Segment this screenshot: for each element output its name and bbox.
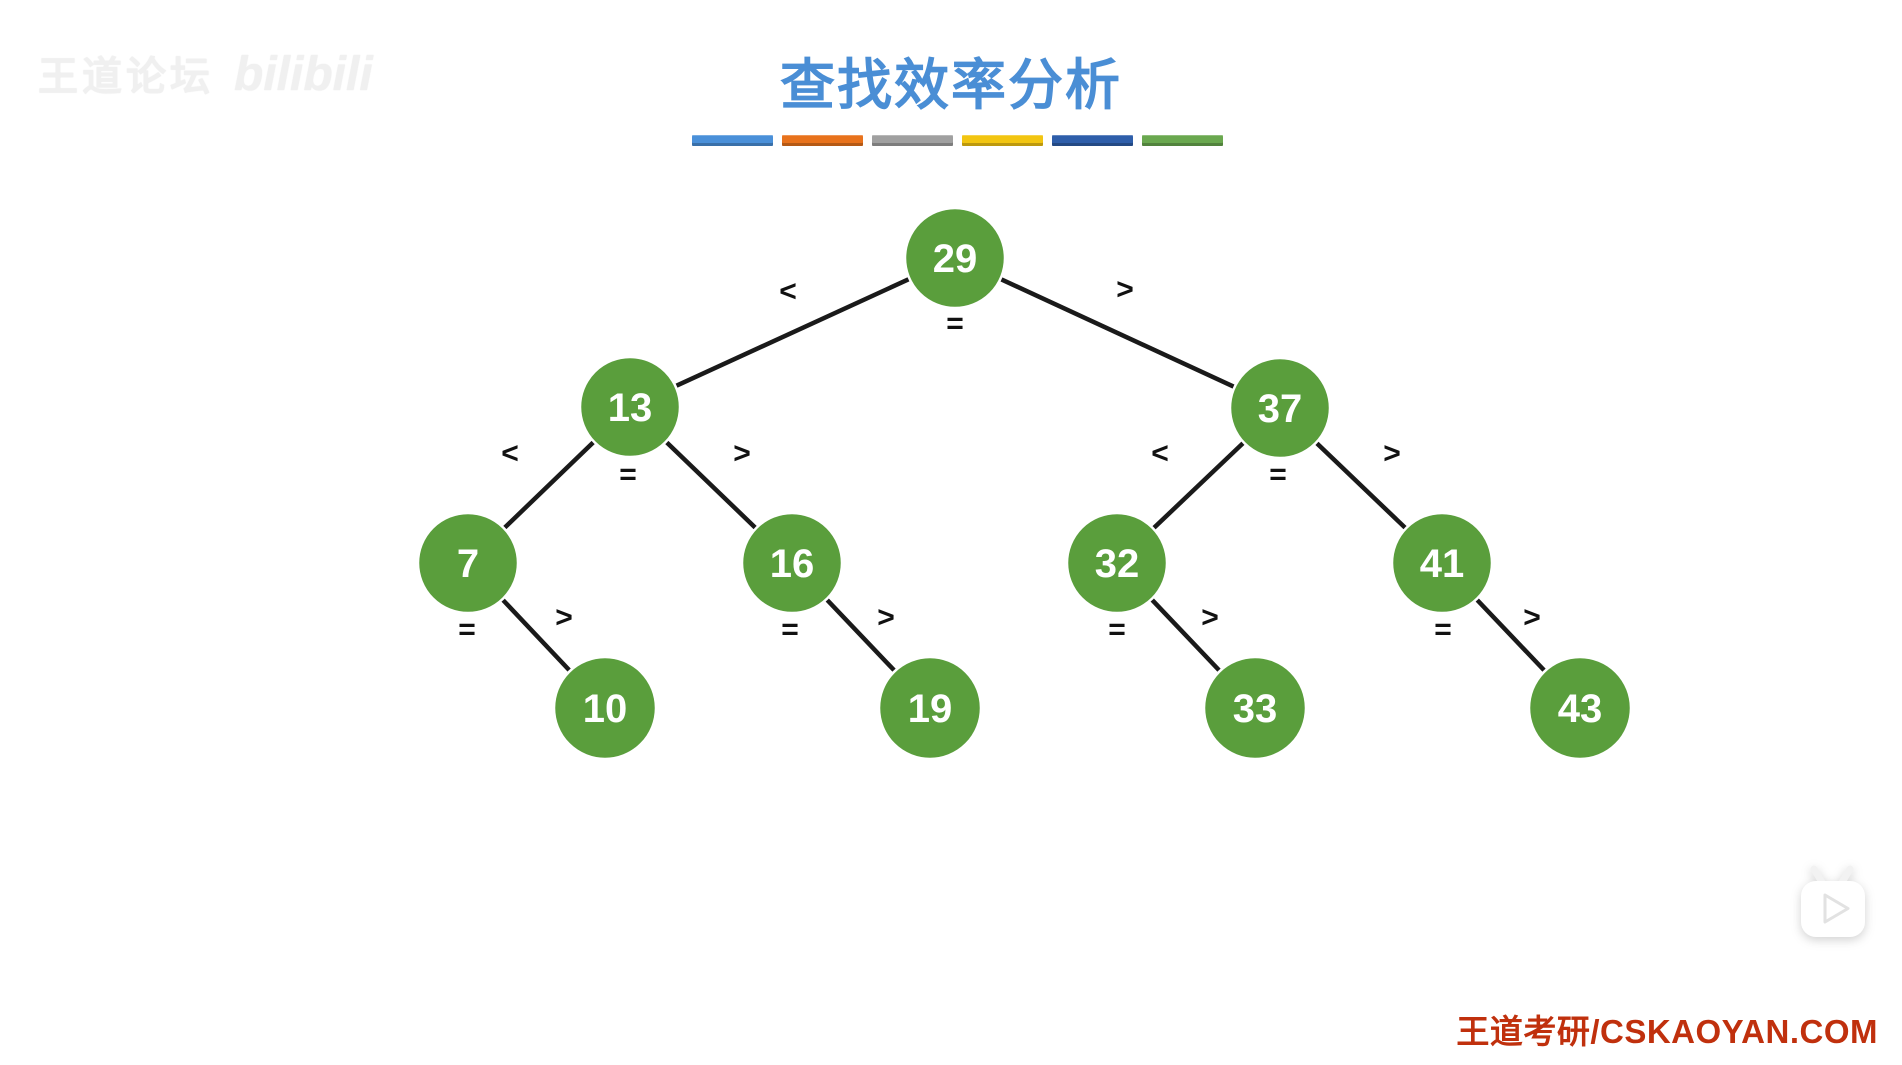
tree-node-circle-29 <box>903 206 1007 310</box>
tree-node-10: 10 <box>552 655 658 761</box>
branch-label-13-16: > <box>733 437 751 470</box>
watermark-site-text: 王道论坛 <box>38 55 214 99</box>
title-divider-bars <box>692 135 1223 146</box>
tree-node-circle-10 <box>552 655 658 761</box>
tree-node-value-19: 19 <box>908 687 953 731</box>
branch-label-37-41: > <box>1383 437 1401 470</box>
watermark: 王道论坛 bilibili <box>38 44 373 102</box>
tree-node-19: 19 <box>877 655 983 761</box>
tree-node-circle-41 <box>1390 511 1494 615</box>
tree-node-circle-19 <box>877 655 983 761</box>
equal-label-13: = <box>619 458 637 491</box>
tree-node-32: 32 <box>1065 511 1169 615</box>
divider-bar-green <box>1142 135 1223 146</box>
tree-node-16: 16 <box>740 511 844 615</box>
tree-node-circle-13 <box>578 355 682 459</box>
tree-edge-29-13 <box>629 255 956 410</box>
tree-node-37: 37 <box>1228 356 1332 460</box>
divider-bar-orange <box>782 135 863 146</box>
branch-label-29-13: < <box>779 275 797 308</box>
branch-label-13-7: < <box>501 437 519 470</box>
tree-node-value-37: 37 <box>1258 387 1303 431</box>
branch-label-41-43: > <box>1523 601 1541 634</box>
equal-label-32: = <box>1108 613 1126 646</box>
divider-bar-blue <box>692 135 773 146</box>
tree-node-value-10: 10 <box>583 687 628 731</box>
tree-node-29: 29 <box>903 206 1007 310</box>
tree-node-value-29: 29 <box>933 237 978 281</box>
divider-bar-yellow <box>962 135 1043 146</box>
tree-node-circle-37 <box>1228 356 1332 460</box>
page-title: 查找效率分析 <box>779 54 1122 116</box>
equal-label-41: = <box>1434 613 1452 646</box>
tree-node-circle-7 <box>416 511 520 615</box>
equal-label-7: = <box>458 613 476 646</box>
tree-node-circle-43 <box>1527 655 1633 761</box>
tree-node-7: 7 <box>416 511 520 615</box>
tree-node-value-32: 32 <box>1095 542 1140 586</box>
tree-node-value-16: 16 <box>770 542 815 586</box>
branch-label-37-32: < <box>1151 437 1169 470</box>
bilibili-tv-play-icon[interactable] <box>1794 860 1874 944</box>
divider-bar-darkblue <box>1052 135 1133 146</box>
equal-label-37: = <box>1269 458 1287 491</box>
tree-node-value-13: 13 <box>608 386 653 430</box>
footer-site-text: 王道考研/CSKAOYAN.COM <box>1456 1013 1878 1050</box>
tree-node-circle-33 <box>1202 655 1308 761</box>
branch-label-16-19: > <box>877 601 895 634</box>
tree-node-41: 41 <box>1390 511 1494 615</box>
bilibili-logo: bilibili <box>234 48 373 101</box>
branch-label-7-10: > <box>555 601 573 634</box>
equal-label-16: = <box>781 613 799 646</box>
tree-node-13: 13 <box>578 355 682 459</box>
tree-edge-29-37 <box>954 255 1281 411</box>
branch-label-29-37: > <box>1116 273 1134 306</box>
branch-label-32-33: > <box>1201 601 1219 634</box>
tree-node-circle-32 <box>1065 511 1169 615</box>
tree-node-33: 33 <box>1202 655 1308 761</box>
tree-node-value-43: 43 <box>1558 687 1603 731</box>
tree-node-43: 43 <box>1527 655 1633 761</box>
tree-node-value-41: 41 <box>1420 542 1465 586</box>
divider-bar-gray <box>872 135 953 146</box>
equal-label-29: = <box>946 307 964 340</box>
tree-node-circle-16 <box>740 511 844 615</box>
tree-node-value-7: 7 <box>457 542 479 586</box>
tree-node-value-33: 33 <box>1233 687 1278 731</box>
